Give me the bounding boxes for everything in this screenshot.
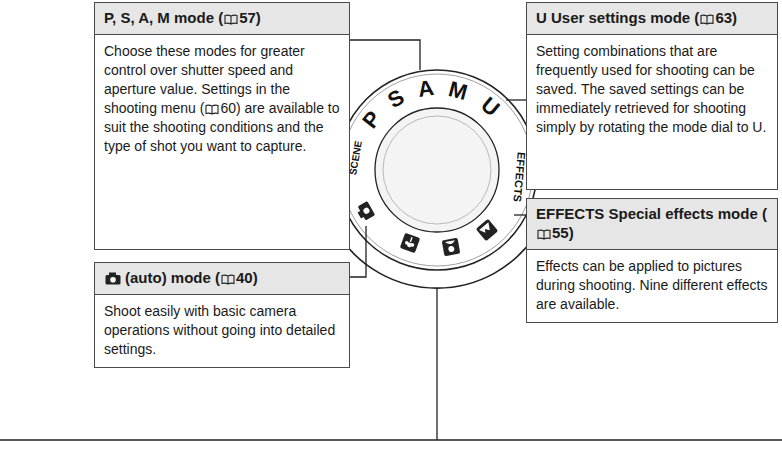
mode-description: Setting combinations that are frequently… xyxy=(527,35,777,145)
dial-label: S xyxy=(384,86,408,112)
mode-heading: P, S, A, M mode (57) xyxy=(95,3,349,35)
dial-label: P xyxy=(359,107,385,132)
mode-heading: U User settings mode (63) xyxy=(527,3,777,35)
page-reference-icon xyxy=(224,14,238,25)
scene-icon xyxy=(442,238,461,257)
leader-line xyxy=(350,40,420,70)
mode-box: EFFECTS Special effects mode (55)Effects… xyxy=(526,198,778,323)
mode-description: Choose these modes for greater control o… xyxy=(95,35,349,164)
mode-heading: (auto) mode (40) xyxy=(95,263,349,295)
scene-icon xyxy=(476,219,499,242)
mode-description: Shoot easily with basic camera operation… xyxy=(95,295,349,367)
dial-label: SCENE xyxy=(348,140,364,176)
scene-icon xyxy=(400,233,421,254)
page-reference-icon xyxy=(537,229,551,240)
dial-hub xyxy=(375,108,499,232)
page-reference-icon xyxy=(205,104,219,115)
base-line xyxy=(0,439,782,440)
bracket-line xyxy=(436,288,437,440)
auto-camera-icon xyxy=(355,201,375,222)
dial-label: M xyxy=(446,78,469,104)
mode-description: Effects can be applied to pictures durin… xyxy=(527,250,777,322)
bracket-arc xyxy=(340,238,533,288)
dial-rim xyxy=(337,70,537,270)
dial-hub-ring xyxy=(383,116,491,224)
mode-box: U User settings mode (63)Setting combina… xyxy=(526,2,778,190)
dial-edge xyxy=(341,74,533,266)
mode-box: (auto) mode (40)Shoot easily with basic … xyxy=(94,262,350,368)
auto-camera-icon xyxy=(105,272,121,285)
leader-line xyxy=(514,214,526,215)
page-reference-icon xyxy=(700,14,714,25)
leader-line xyxy=(506,99,526,100)
mode-box: P, S, A, M mode (57)Choose these modes f… xyxy=(94,2,350,250)
dial-label: A xyxy=(417,77,436,101)
dial-label: U xyxy=(477,93,503,120)
mode-heading: EFFECTS Special effects mode (55) xyxy=(527,199,777,250)
dial-label: EFFECTS xyxy=(511,152,526,203)
page-reference-icon xyxy=(221,274,235,285)
